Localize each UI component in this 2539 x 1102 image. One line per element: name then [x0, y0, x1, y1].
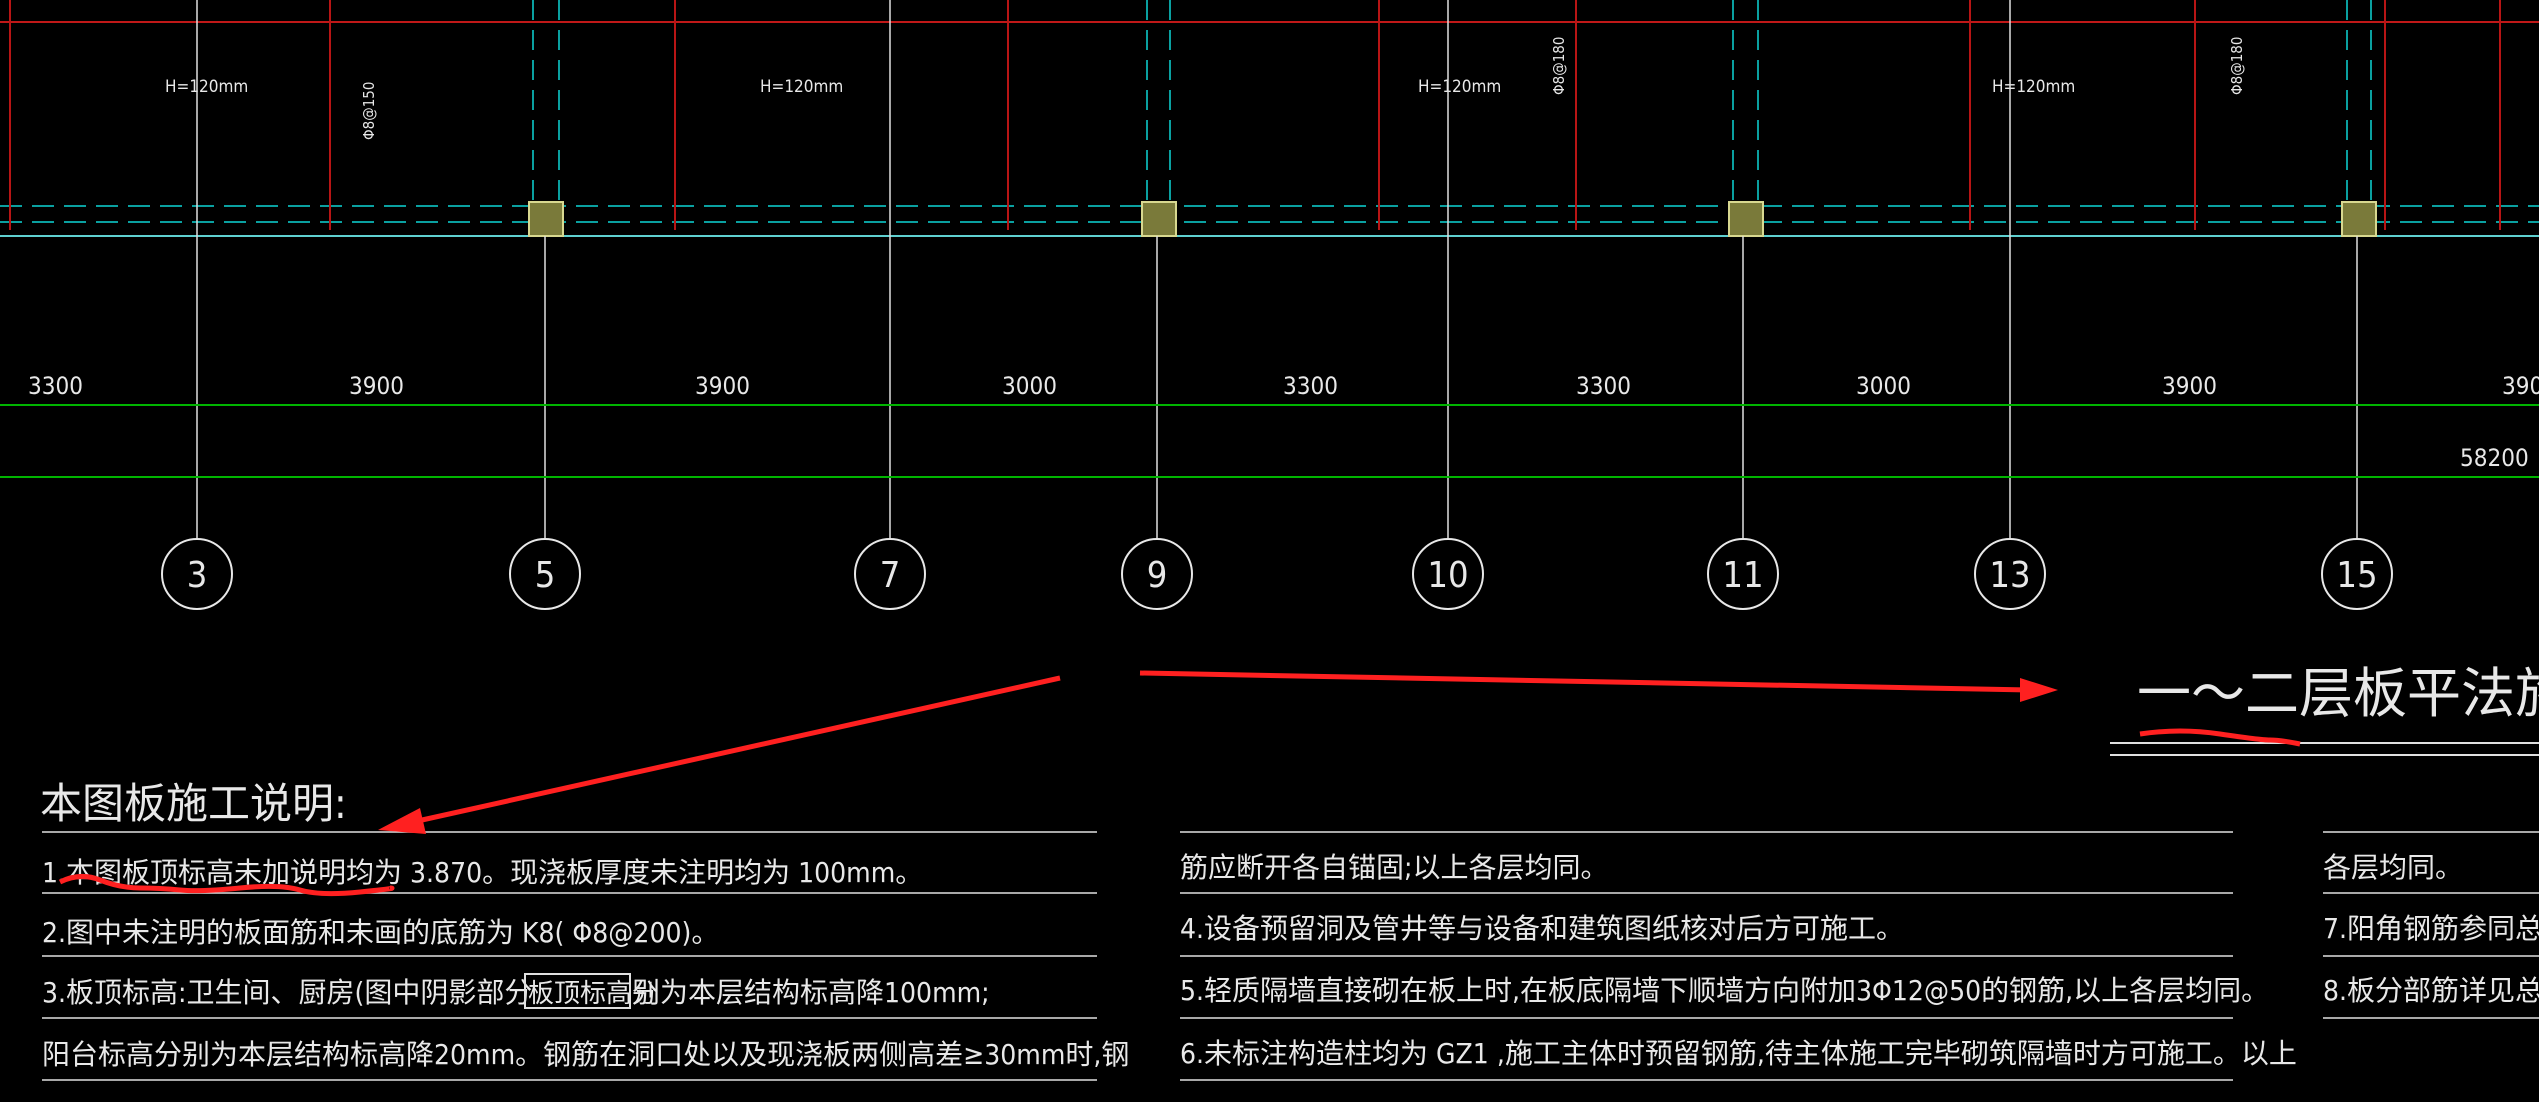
rebar-note: Φ8@180: [2228, 37, 2246, 95]
axis-label: 5: [535, 555, 556, 596]
note-line: 筋应断开各自锚固;以上各层均同。: [1180, 851, 1609, 884]
axis-labels: 3 5 7 9 10 11 13 15: [187, 555, 2378, 596]
note-line: 1.本图板顶标高未加说明均为 3.870。现浇板厚度未注明均为 100mm。: [42, 856, 923, 889]
note-line: 阳台标高分别为本层结构标高降20mm。钢筋在洞口处以及现浇板两侧高差≥30mm时…: [42, 1038, 1129, 1071]
note-line: 8.板分部筋详见总说明,: [2323, 974, 2539, 1007]
axis-label: 10: [1427, 555, 1468, 596]
note-line: 3.板顶标高:卫生间、厨房(图中阴影部分: [42, 976, 532, 1009]
dimension-value: 3900: [349, 372, 404, 400]
column-markers: [528, 201, 2377, 237]
notes-col3: 各层均同。 7.阳角钢筋参同总说明详 8.板分部筋详见总说明,: [2323, 831, 2539, 1019]
axis-label: 3: [187, 555, 208, 596]
dimension-value: 3900: [695, 372, 750, 400]
annotation-markup: [58, 670, 2301, 897]
axis-label: 11: [1722, 555, 1763, 596]
axis-label: 7: [880, 555, 901, 596]
axis-bubbles: [161, 538, 2393, 610]
dimension-value: 390: [2502, 372, 2539, 400]
dimension-value: 3000: [1856, 372, 1911, 400]
note-line: 各层均同。: [2323, 851, 2463, 884]
dimension-texts: 3300 3900 3900 3000 3300 3300 3000 3900 …: [28, 372, 2539, 472]
note-line: 2.图中未注明的板面筋和未画的底筋为 K8( Φ8@200)。: [42, 916, 719, 949]
note-boxed-text: 板顶标高分: [528, 979, 658, 1009]
axis-label: 9: [1147, 555, 1168, 596]
rebar-note: Φ8@150: [360, 82, 378, 140]
note-line: 别为本层结构标高降100mm;: [632, 976, 990, 1009]
slab-height-label: H=120mm: [760, 77, 843, 97]
slab-height-labels: H=120mm H=120mm H=120mm H=120mm: [165, 77, 2075, 97]
drawing-title: 一～二层板平法施工图: [2137, 662, 2539, 725]
note-line: 4.设备预留洞及管井等与设备和建筑图纸核对后方可施工。: [1180, 912, 1904, 945]
total-dimension: 58200: [2460, 444, 2529, 472]
dimension-lines: [0, 404, 2539, 478]
axis-label: 13: [1989, 555, 2030, 596]
note-line: 5.轻质隔墙直接砌在板上时,在板底隔墙下顺墙方向附加3Φ12@50的钢筋,以上各…: [1180, 974, 2269, 1007]
slab-height-label: H=120mm: [165, 77, 248, 97]
rebar-note: Φ8@180: [1550, 37, 1568, 95]
dimension-value: 3300: [1283, 372, 1338, 400]
notes-heading: 本图板施工说明:: [40, 779, 347, 828]
dimension-value: 3300: [1576, 372, 1631, 400]
slab-height-label: H=120mm: [1418, 77, 1501, 97]
dimension-value: 3900: [2162, 372, 2217, 400]
note-line: 6.未标注构造柱均为 GZ1 ,施工主体时预留钢筋,待主体施工完毕砌筑隔墙时方可…: [1180, 1037, 2297, 1070]
axis-lines: [196, 0, 2358, 538]
rebar-notes: Φ8@150 Φ8@180 Φ8@180: [360, 37, 2246, 140]
structure-lines: [0, 0, 2539, 237]
dimension-value: 3300: [28, 372, 83, 400]
notes-col1: 1.本图板顶标高未加说明均为 3.870。现浇板厚度未注明均为 100mm。 2…: [42, 856, 1129, 1081]
notes-col2: 筋应断开各自锚固;以上各层均同。 4.设备预留洞及管井等与设备和建筑图纸核对后方…: [1180, 831, 2297, 1081]
axis-label: 15: [2336, 555, 2377, 596]
note-line: 7.阳角钢筋参同总说明详: [2323, 912, 2539, 945]
slab-height-label: H=120mm: [1992, 77, 2075, 97]
dimension-value: 3000: [1002, 372, 1057, 400]
